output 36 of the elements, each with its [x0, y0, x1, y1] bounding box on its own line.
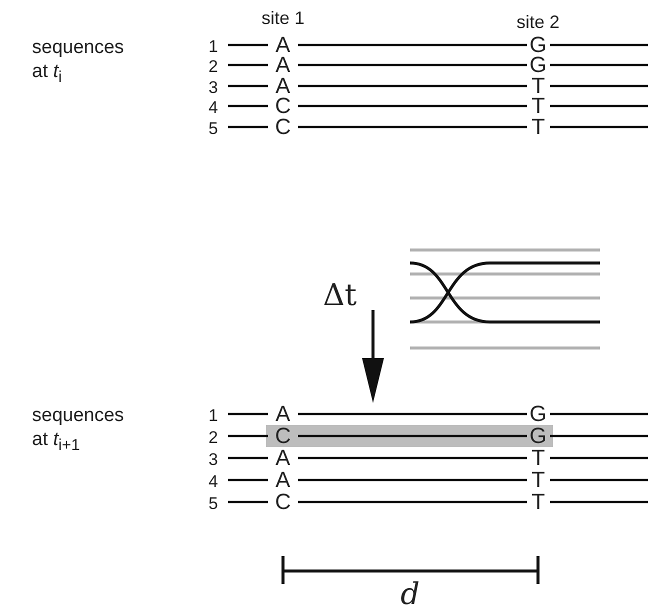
- row-number: 4: [208, 472, 218, 490]
- row-number: 1: [208, 406, 218, 424]
- site-label: site 2: [516, 13, 560, 31]
- nucleotide-letter: A: [276, 54, 290, 76]
- nucleotide-letter: A: [276, 403, 290, 425]
- nucleotide-letter: G: [530, 403, 547, 425]
- nucleotide-letter: G: [530, 425, 547, 447]
- nucleotide-letter: C: [275, 116, 291, 138]
- nucleotide-letter: A: [276, 447, 290, 469]
- nucleotide-letter: G: [530, 34, 547, 56]
- row-number: 4: [208, 98, 218, 116]
- nucleotide-letter: A: [276, 34, 290, 56]
- nucleotide-letter: G: [530, 54, 547, 76]
- nucleotide-letter: T: [532, 95, 545, 117]
- row-number: 1: [208, 38, 218, 54]
- row-number: 3: [208, 78, 218, 96]
- nucleotide-letter: C: [275, 491, 291, 513]
- nucleotide-letter: A: [276, 75, 290, 97]
- time-step-label: Δt: [323, 281, 357, 311]
- nucleotide-letter: T: [532, 116, 545, 138]
- nucleotide-letter: C: [275, 95, 291, 117]
- nucleotide-letter: A: [276, 469, 290, 491]
- sequence-set-label: sequences at t$_{i+1}$: [32, 404, 125, 456]
- row-number: 2: [208, 428, 218, 446]
- nucleotide-letter: T: [532, 75, 545, 97]
- row-number: 3: [208, 450, 218, 468]
- distance-label: d: [400, 580, 420, 610]
- nucleotide-letter: T: [532, 491, 545, 513]
- site-label: site 1: [262, 9, 305, 27]
- nucleotide-letter: C: [275, 425, 291, 447]
- sequence-set-label: sequences at t$_{i}$: [32, 36, 125, 88]
- nucleotide-letter: T: [532, 469, 545, 491]
- nucleotide-letter: T: [532, 447, 545, 469]
- row-number: 5: [208, 494, 218, 512]
- row-number: 5: [208, 120, 218, 136]
- row-number: 2: [208, 58, 218, 74]
